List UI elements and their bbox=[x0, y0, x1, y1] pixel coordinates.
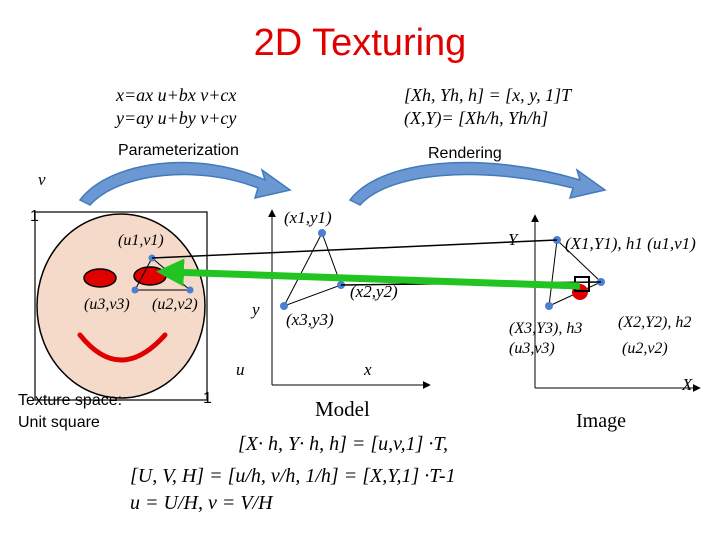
image-label-p2-line2: (u2,v2) bbox=[622, 340, 668, 357]
texture-label-uv3: (u3,v3) bbox=[84, 296, 130, 313]
texture-caption-line-1: Texture space: bbox=[18, 392, 123, 409]
image-label-p2-line1: (X2,Y2), h2 bbox=[618, 314, 692, 331]
rendering-arrow bbox=[348, 161, 607, 206]
texture-axis-v: v bbox=[38, 170, 46, 189]
image-label-p3-line2: (u3,v3) bbox=[509, 340, 555, 357]
texture-tick-1b: 1 bbox=[203, 390, 212, 407]
model-label-p2: (x2,y2) bbox=[350, 282, 398, 301]
image-label: Image bbox=[576, 410, 626, 432]
image-axis-x: X bbox=[682, 375, 693, 394]
model-label: Model bbox=[315, 397, 370, 421]
texture-lookup-arrow bbox=[156, 258, 581, 290]
bottom-equation-2: [U, V, H] = [u/h, v/h, 1/h] = [X,Y,1] ·T… bbox=[130, 465, 456, 487]
image-label-p3-line1: (X3,Y3), h3 bbox=[509, 320, 583, 337]
texture-label-uv1: (u1,v1) bbox=[118, 232, 164, 249]
image-label-p1: (X1,Y1), h1 (u1,v1) bbox=[565, 234, 696, 253]
model-axis-x: x bbox=[364, 360, 372, 379]
model-triangle bbox=[282, 231, 342, 307]
model-axis-y: y bbox=[252, 300, 260, 319]
image-axis-y: Y bbox=[508, 230, 518, 249]
render-label: Rendering bbox=[428, 145, 502, 162]
texture-caption-line-2: Unit square bbox=[18, 414, 100, 431]
param-label: Parameterization bbox=[118, 142, 239, 159]
parameterization-arrow bbox=[78, 161, 292, 206]
texture-label-uv2: (u2,v2) bbox=[152, 296, 198, 313]
model-point-1 bbox=[318, 229, 326, 237]
texture-unit-square bbox=[34, 211, 208, 401]
render-equation-2: (X,Y)= [Xh/h, Yh/h] bbox=[404, 108, 549, 128]
model-point-3 bbox=[280, 302, 288, 310]
model-label-p3: (x3,y3) bbox=[286, 310, 334, 329]
image-point-3 bbox=[545, 302, 553, 310]
texture-smile bbox=[77, 332, 168, 363]
texture-point-2 bbox=[186, 286, 194, 294]
correspondence-line-1 bbox=[151, 239, 558, 259]
texture-tick-1: 1 bbox=[30, 208, 39, 225]
texture-left-eye bbox=[83, 268, 117, 288]
model-label-p1: (x1,y1) bbox=[284, 208, 332, 227]
page-title: 2D Texturing bbox=[253, 22, 467, 64]
bottom-equation-3: u = U/H, v = V/H bbox=[130, 492, 273, 514]
texture-axis-u: u bbox=[236, 360, 245, 379]
render-equation-1: [Xh, Yh, h] = [x, y, 1]T bbox=[404, 85, 572, 105]
texture-point-3 bbox=[131, 286, 139, 294]
param-equation-1: x=ax u+bx v+cx bbox=[116, 85, 237, 105]
bottom-equation-1: [X· h, Y· h, h] = [u,v,1] ·T, bbox=[238, 433, 448, 455]
param-equation-2: y=ay u+by v+cy bbox=[116, 108, 237, 128]
